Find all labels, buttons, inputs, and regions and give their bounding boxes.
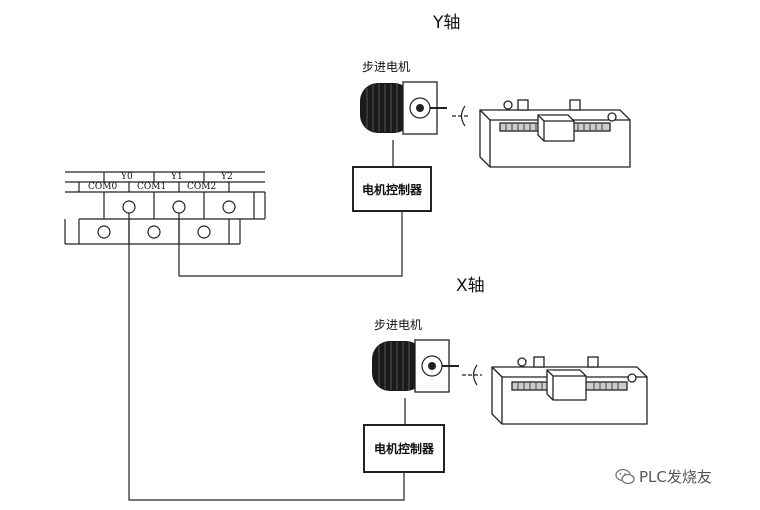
x-coupling-icon: [462, 364, 482, 386]
terminal-com2: [197, 225, 211, 239]
wechat-icon: [615, 468, 635, 484]
terminal-com1: [147, 225, 161, 239]
terminal-y2: [222, 200, 236, 214]
y-motor-controller: 电机控制器: [352, 166, 432, 212]
y-axis-title: Y轴: [433, 13, 461, 33]
wire-y0-to-x-controller: [128, 213, 405, 501]
label-com1: COM1: [137, 182, 167, 192]
x-stepper-motor: [372, 339, 459, 393]
label-com0: COM0: [88, 182, 118, 192]
wires: [128, 140, 406, 501]
x-motor-controller: 电机控制器: [363, 424, 445, 473]
y-stepper-motor: [360, 81, 447, 135]
label-y2: Y2: [221, 172, 233, 182]
label-y1: Y1: [171, 172, 183, 182]
watermark-text: PLC发烧友: [639, 468, 712, 486]
terminal-y0: [122, 200, 136, 214]
y-motor-label: 步进电机: [362, 60, 411, 74]
label-com2: COM2: [187, 182, 217, 192]
wire-y1-to-y-controller: [178, 212, 403, 277]
watermark: PLC发烧友: [615, 466, 712, 487]
x-axis-title: X轴: [456, 276, 485, 296]
y-linear-stage: [479, 99, 631, 168]
terminal-com0: [97, 225, 111, 239]
x-motor-label: 步进电机: [374, 318, 423, 332]
terminal-y1: [172, 200, 186, 214]
label-y0: Y0: [121, 172, 133, 182]
y-coupling-icon: [452, 105, 470, 127]
plc-terminal-block: [64, 171, 266, 245]
x-linear-stage: [491, 356, 648, 425]
